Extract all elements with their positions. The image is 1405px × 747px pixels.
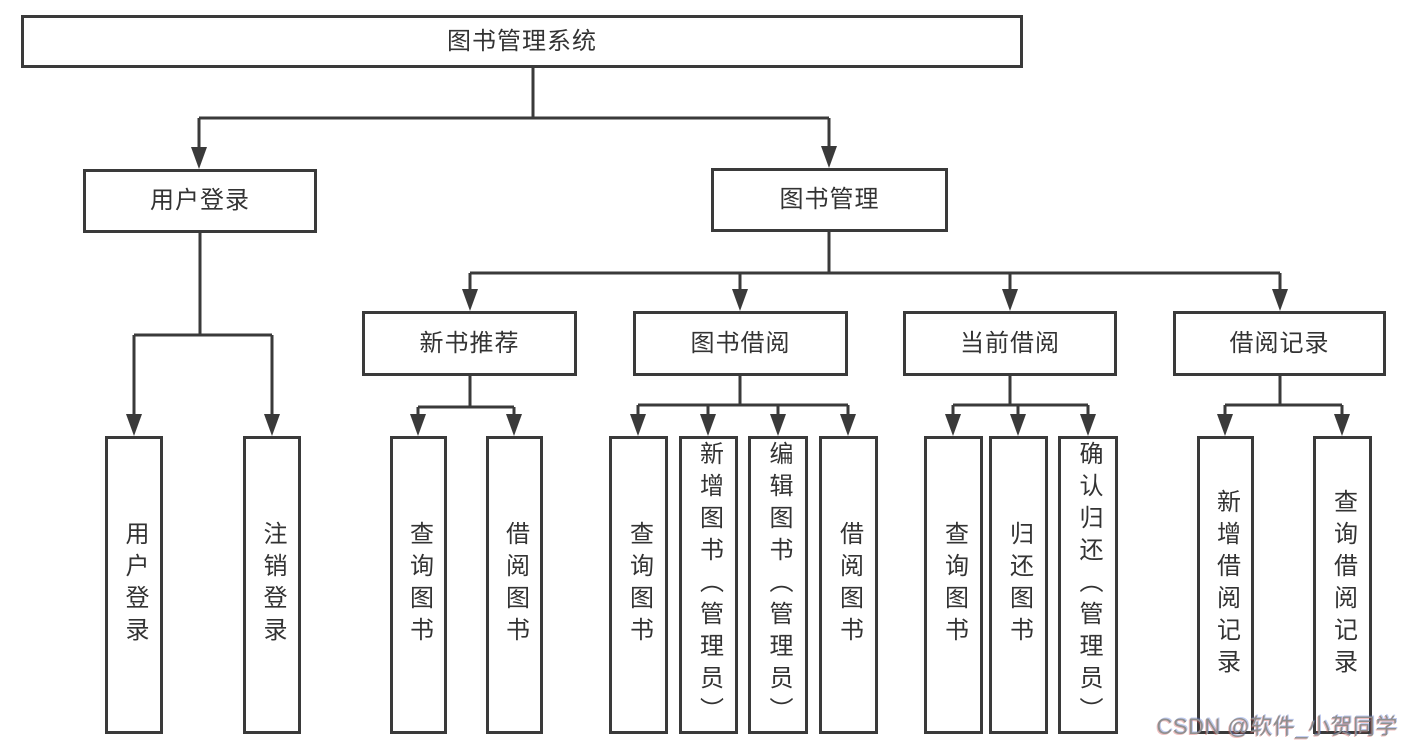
node-label: 图书借阅 bbox=[690, 329, 791, 357]
leaf-label: 新增借阅记录 bbox=[1212, 489, 1240, 681]
leaf-add-books-admin: 新增图书（管理员） bbox=[679, 436, 738, 734]
node-borrowing-records: 借阅记录 bbox=[1173, 311, 1386, 376]
node-label: 图书管理系统 bbox=[447, 27, 597, 55]
leaf-label: 确认归还（管理员） bbox=[1075, 441, 1102, 729]
arrow-down-icon bbox=[410, 414, 426, 436]
csdn-watermark: CSDN @软件_小贺同学 bbox=[1156, 714, 1398, 739]
leaf-borrow-books-recommend: 借阅图书 bbox=[486, 436, 543, 734]
leaf-label: 注销登录 bbox=[259, 521, 286, 649]
node-label: 新书推荐 bbox=[419, 329, 520, 357]
leaf-label: 用户登录 bbox=[121, 521, 148, 649]
node-book-borrowing: 图书借阅 bbox=[633, 311, 848, 376]
arrow-down-icon bbox=[1217, 414, 1233, 436]
arrow-down-icon bbox=[506, 414, 522, 436]
leaf-label: 查询借阅记录 bbox=[1329, 489, 1357, 681]
node-label: 借阅记录 bbox=[1229, 329, 1330, 357]
node-user-login: 用户登录 bbox=[83, 169, 317, 233]
arrow-down-icon bbox=[700, 414, 716, 436]
leaf-label: 归还图书 bbox=[1005, 521, 1033, 649]
arrow-down-icon bbox=[945, 414, 961, 436]
connector-edges bbox=[132, 68, 1344, 417]
leaf-label: 编辑图书（管理员） bbox=[765, 441, 792, 729]
leaf-logout-login: 注销登录 bbox=[243, 436, 301, 734]
node-library-management-system: 图书管理系统 bbox=[21, 15, 1023, 68]
leaf-return-books: 归还图书 bbox=[989, 436, 1048, 734]
arrow-down-icon bbox=[1272, 289, 1288, 311]
leaf-query-books-borrow: 查询图书 bbox=[609, 436, 668, 734]
arrow-down-icon bbox=[264, 414, 280, 436]
node-current-borrowing: 当前借阅 bbox=[903, 311, 1117, 376]
arrow-down-icon bbox=[462, 289, 478, 311]
node-book-management: 图书管理 bbox=[711, 168, 948, 232]
leaf-query-books-recommend: 查询图书 bbox=[390, 436, 447, 734]
leaf-add-borrow-record: 新增借阅记录 bbox=[1197, 436, 1254, 734]
arrow-down-icon bbox=[770, 414, 786, 436]
leaf-label: 查询图书 bbox=[405, 521, 433, 649]
arrow-down-icon bbox=[630, 414, 646, 436]
arrow-down-icon bbox=[732, 289, 748, 311]
node-new-book-recommendation: 新书推荐 bbox=[362, 311, 577, 376]
arrow-down-icon bbox=[1010, 414, 1026, 436]
node-label: 用户登录 bbox=[150, 187, 250, 214]
leaf-query-books-current: 查询图书 bbox=[924, 436, 983, 734]
arrow-down-icon bbox=[1002, 289, 1018, 311]
arrow-down-icon bbox=[1334, 414, 1350, 436]
node-label: 图书管理 bbox=[779, 186, 880, 213]
arrow-down-icon bbox=[1080, 414, 1096, 436]
leaf-query-borrow-record: 查询借阅记录 bbox=[1313, 436, 1372, 734]
arrow-down-icon bbox=[191, 147, 207, 169]
node-label: 当前借阅 bbox=[960, 329, 1060, 357]
arrow-down-icon bbox=[821, 146, 837, 168]
leaf-label: 查询图书 bbox=[940, 521, 968, 649]
leaf-edit-books-admin: 编辑图书（管理员） bbox=[748, 436, 808, 734]
arrow-down-icon bbox=[840, 414, 856, 436]
leaf-label: 借阅图书 bbox=[835, 521, 863, 649]
leaf-label: 借阅图书 bbox=[501, 521, 529, 649]
leaf-borrow-books-borrow: 借阅图书 bbox=[819, 436, 878, 734]
leaf-user-login: 用户登录 bbox=[105, 436, 163, 734]
arrowheads bbox=[126, 146, 1350, 436]
leaf-label: 查询图书 bbox=[625, 521, 653, 649]
arrow-down-icon bbox=[126, 414, 142, 436]
leaf-confirm-return-admin: 确认归还（管理员） bbox=[1058, 436, 1118, 734]
leaf-label: 新增图书（管理员） bbox=[695, 441, 723, 729]
